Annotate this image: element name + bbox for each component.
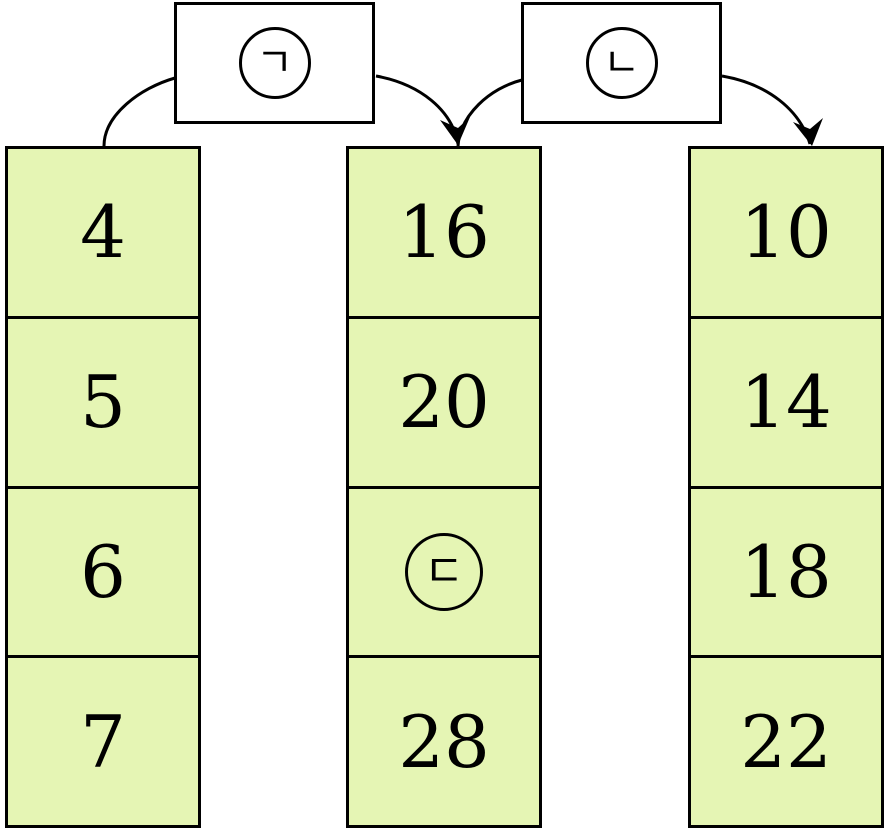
column-3-cell-1: 10 [688, 146, 884, 319]
column-1: 4 5 6 7 [5, 146, 201, 828]
arrow-step-2-in [456, 78, 523, 147]
column-1-cell-4: 7 [5, 655, 201, 828]
column-3-cell-2: 14 [688, 315, 884, 489]
column-2-cell-1: 16 [346, 146, 542, 319]
column-2: 16 20 ㄷ 28 [346, 146, 542, 828]
arrow-step-2-out [721, 74, 812, 145]
column-2-cell-4: 28 [346, 655, 542, 828]
column-1-cell-3: 6 [5, 485, 201, 659]
column-3-cell-3: 18 [688, 485, 884, 659]
arrow-step-1-out [375, 74, 462, 145]
step-2-label-box: ㄴ [521, 2, 722, 124]
column-3: 10 14 18 22 [688, 146, 884, 828]
column-2-cell-2: 20 [346, 315, 542, 489]
blank-marker: ㄷ [405, 532, 483, 611]
step-1-label: ㄱ [238, 27, 311, 99]
step-1-label-box: ㄱ [174, 2, 375, 124]
column-1-cell-2: 5 [5, 315, 201, 489]
column-1-cell-1: 4 [5, 146, 201, 319]
arrow-step-1-in [102, 76, 176, 147]
arrow-step-2-head [793, 118, 823, 146]
column-3-cell-4: 22 [688, 655, 884, 828]
step-2-label: ㄴ [585, 27, 658, 99]
column-2-cell-3: ㄷ [346, 485, 542, 659]
